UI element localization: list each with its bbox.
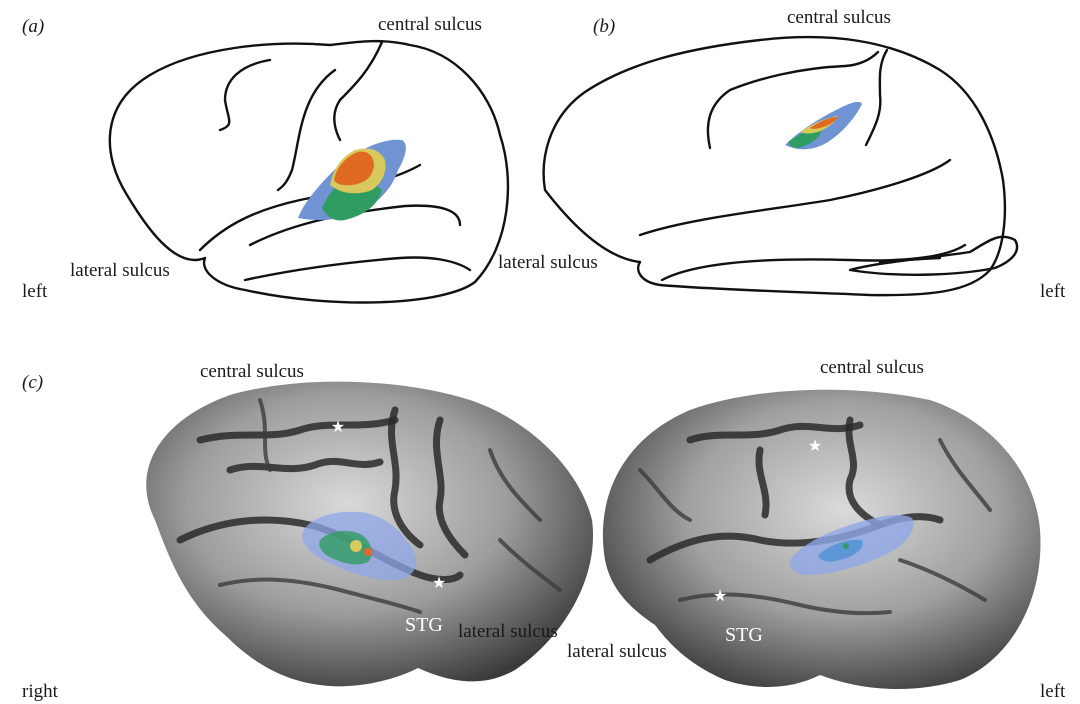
panel-b-lateral-sulcus: lateral sulcus: [498, 252, 598, 273]
star-marker-icon: ★: [808, 438, 822, 455]
panel-c-tag: (c): [22, 372, 43, 393]
right-overlay-yellow: [350, 540, 362, 552]
panel-c-right-central-sulcus: central sulcus: [200, 361, 304, 382]
star-marker-icon: ★: [432, 575, 446, 592]
panel-a-lateral-sulcus: lateral sulcus: [70, 260, 170, 281]
panel-a: (a) central sulcus lateral sulcus left: [22, 14, 508, 302]
panel-c-left-stg: STG: [725, 624, 763, 646]
panel-a-tag: (a): [22, 16, 44, 37]
right-overlay-orange: [364, 548, 372, 556]
panel-b-central-sulcus: central sulcus: [787, 7, 891, 28]
panel-a-central-sulcus: central sulcus: [378, 14, 482, 35]
panel-a-side-left: left: [22, 281, 48, 302]
auditory-regions-b: [785, 102, 862, 149]
panel-c-right-stg: STG: [405, 614, 443, 636]
panel-c-left-lateral-sulcus: lateral sulcus: [567, 641, 667, 662]
star-marker-icon: ★: [713, 588, 727, 605]
star-marker-icon: ★: [331, 419, 345, 436]
panel-b-tag: (b): [593, 16, 615, 37]
left-overlay-green: [843, 543, 849, 549]
panel-c-side-left: left: [1040, 681, 1066, 702]
panel-c-side-right: right: [22, 681, 59, 702]
panel-c: (c) ★ ★ central sulcus STG lateral sulcu…: [22, 357, 1066, 702]
left-hemisphere-mri: ★ ★: [603, 390, 1041, 689]
panel-c-right-lateral-sulcus: lateral sulcus: [458, 621, 558, 642]
monkey-brain-outline: [544, 37, 1017, 295]
panel-b-side-left: left: [1040, 281, 1066, 302]
panel-b: (b) central sulcus lateral sulcus left: [498, 7, 1066, 302]
panel-c-left-central-sulcus: central sulcus: [820, 357, 924, 378]
